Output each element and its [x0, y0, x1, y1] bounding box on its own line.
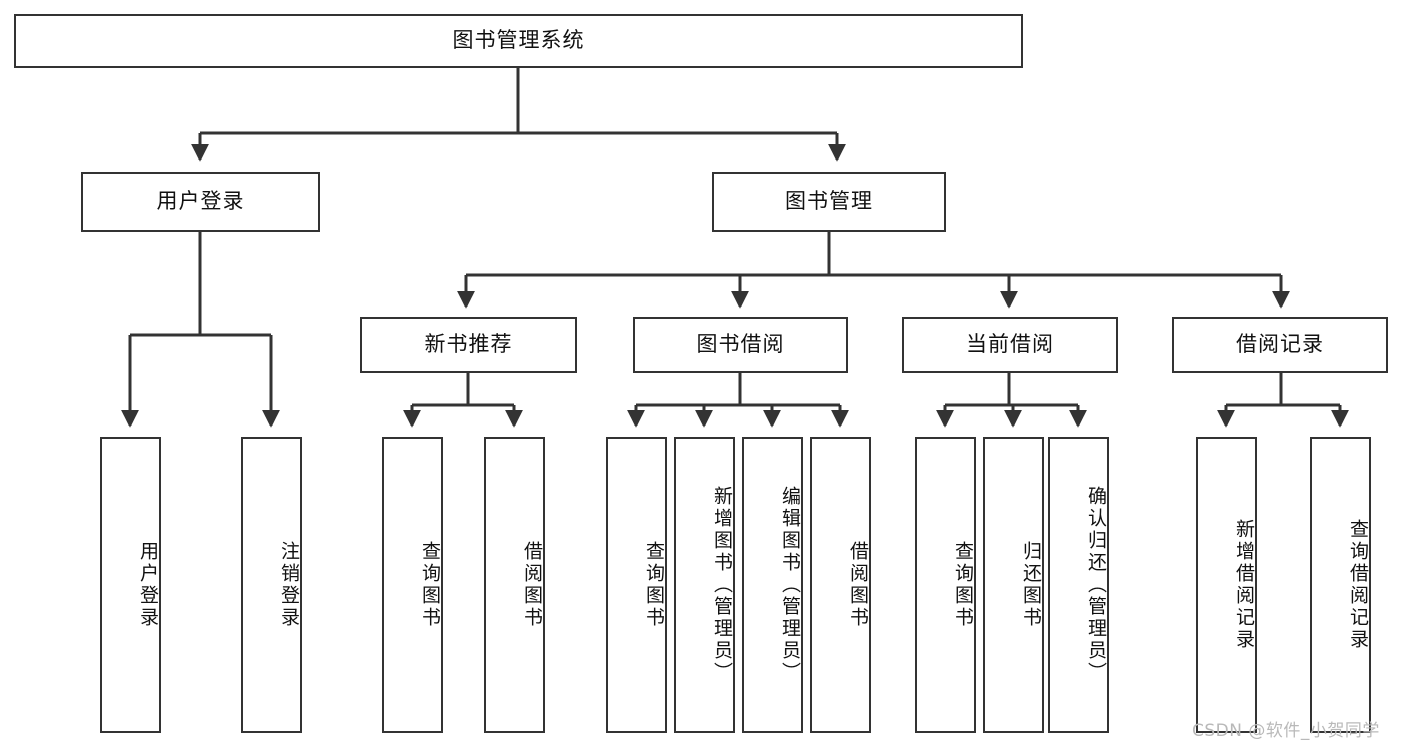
leaf-borrow-book[interactable]: 借阅图书	[810, 437, 871, 733]
leaf-confirm-return-admin[interactable]: 确认归还（管理员）	[1048, 437, 1109, 733]
leaf-query-book-recommend[interactable]: 查询图书	[382, 437, 443, 733]
leaf-add-book-admin[interactable]: 新增图书（管理员）	[674, 437, 735, 733]
leaf-borrow-book-recommend[interactable]: 借阅图书	[484, 437, 545, 733]
node-current-borrowing[interactable]: 当前借阅	[902, 317, 1118, 373]
csdn-watermark: CSDN @软件_小贺同学	[1192, 721, 1380, 741]
leaf-query-book-current[interactable]: 查询图书	[915, 437, 976, 733]
leaf-query-book-borrow[interactable]: 查询图书	[606, 437, 667, 733]
node-new-book-recommendation[interactable]: 新书推荐	[360, 317, 577, 373]
node-book-management[interactable]: 图书管理	[712, 172, 946, 232]
node-user-login[interactable]: 用户登录	[81, 172, 320, 232]
leaf-edit-book-admin[interactable]: 编辑图书（管理员）	[742, 437, 803, 733]
node-borrowing-record[interactable]: 借阅记录	[1172, 317, 1388, 373]
node-root-book-management-system[interactable]: 图书管理系统	[14, 14, 1023, 68]
leaf-return-book[interactable]: 归还图书	[983, 437, 1044, 733]
leaf-add-borrow-record[interactable]: 新增借阅记录	[1196, 437, 1257, 733]
leaf-query-borrow-record[interactable]: 查询借阅记录	[1310, 437, 1371, 733]
leaf-logout[interactable]: 注销登录	[241, 437, 302, 733]
leaf-user-login[interactable]: 用户登录	[100, 437, 161, 733]
node-book-borrowing[interactable]: 图书借阅	[633, 317, 848, 373]
